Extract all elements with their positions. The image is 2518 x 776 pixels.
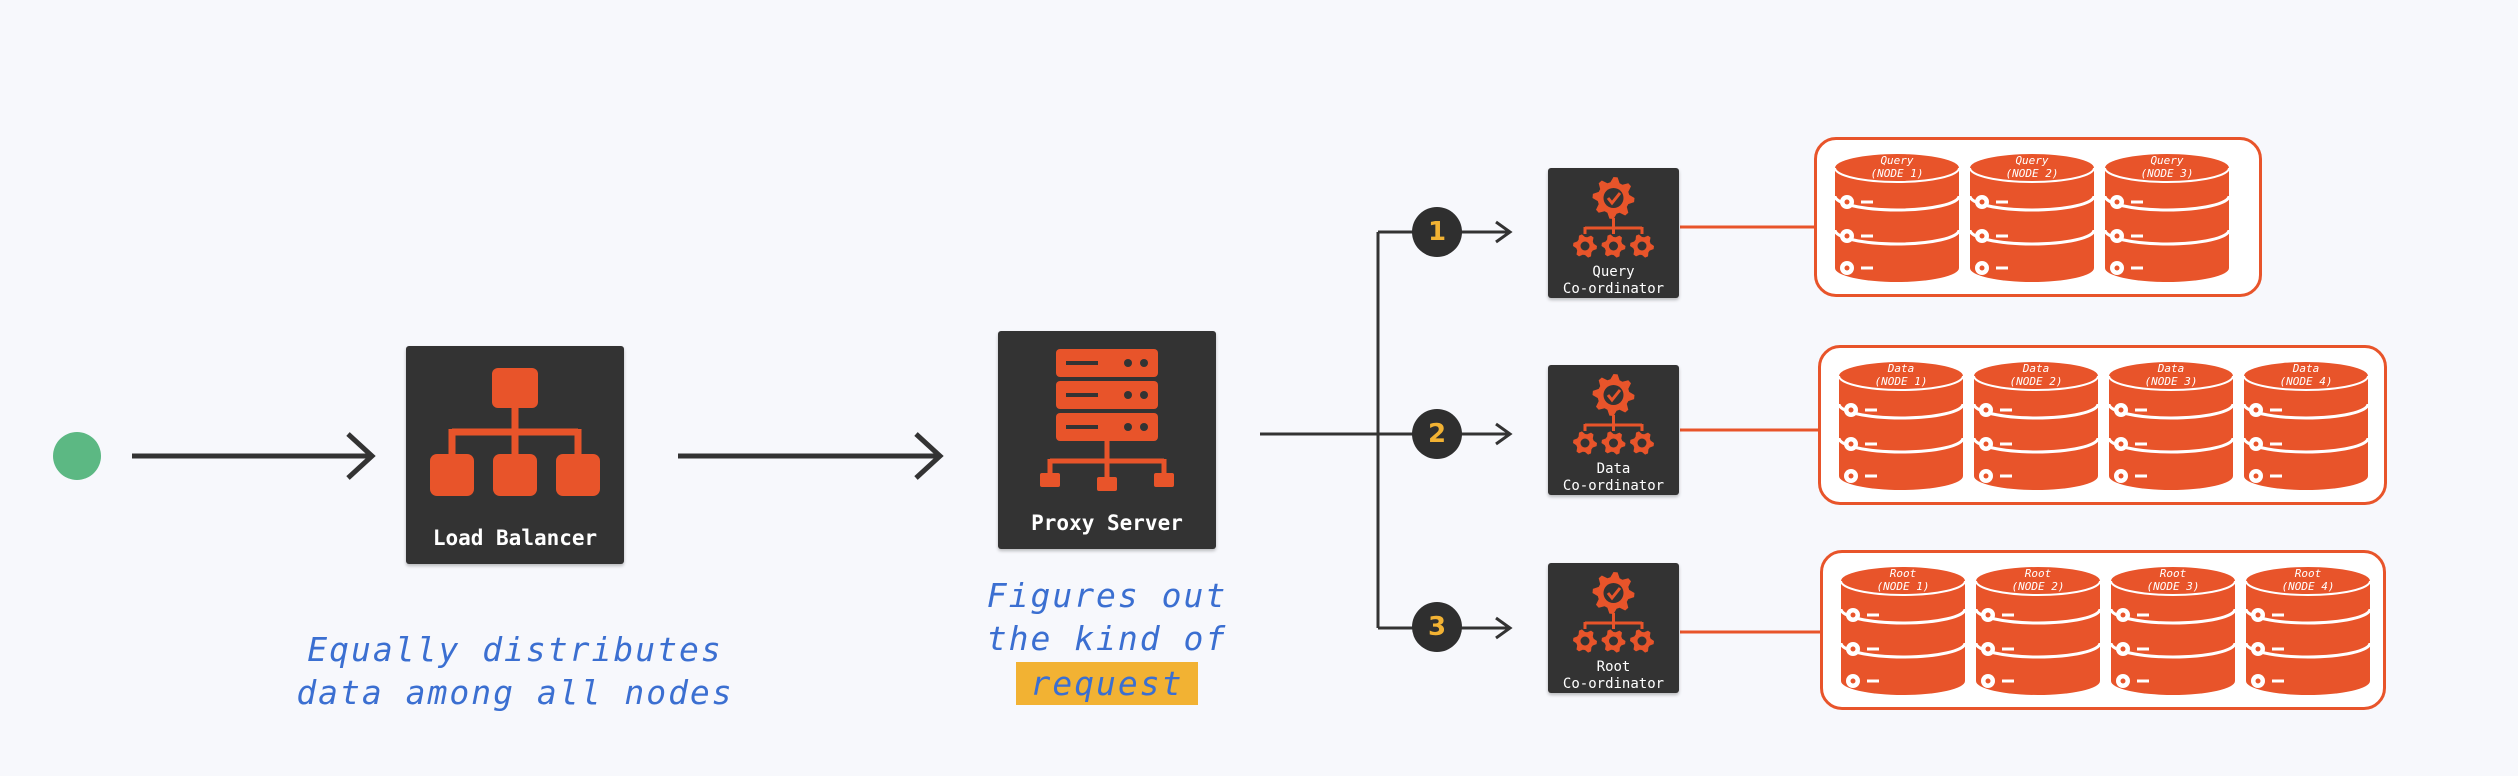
database-icon: [1839, 567, 1967, 695]
query-coordinator-label-2: Co-ordinator: [1562, 281, 1665, 297]
node-label-name: Query: [1880, 154, 1914, 167]
gear-network-icon: [1573, 572, 1654, 653]
node-label-name: Data: [1887, 362, 1915, 375]
database-icon: [2107, 362, 2235, 490]
data-coordinator-card[interactable]: Data Co-ordinator: [1548, 365, 1679, 495]
database-node[interactable]: Data(NODE 2): [1970, 358, 2102, 494]
proxy-server-caption: Figures out the kind of request: [912, 574, 1302, 705]
data-coordinator-label-2: Co-ordinator: [1562, 478, 1665, 494]
root-coordinator-label-2: Co-ordinator: [1562, 676, 1665, 692]
database-icon: [1968, 154, 2096, 282]
database-icon: [2242, 362, 2370, 490]
node-label-id: (NODE 1): [1874, 375, 1928, 388]
step-badge-1: 1: [1412, 207, 1462, 257]
server-rack-icon: [1040, 349, 1174, 491]
node-label-name: Root: [2159, 567, 2187, 580]
database-node[interactable]: Query(NODE 2): [1966, 150, 2098, 286]
load-balancer-caption-line1: Equally distributes: [307, 630, 723, 669]
query-coordinator-card[interactable]: Query Co-ordinator: [1548, 168, 1679, 298]
node-label-id: (NODE 2): [2005, 167, 2059, 180]
node-label-name: Data: [2022, 362, 2050, 375]
proxy-caption-line1: Figures out: [986, 576, 1228, 615]
proxy-server-card[interactable]: Proxy Server: [998, 331, 1216, 549]
database-icon: [1837, 362, 1965, 490]
root-node-group: Root(NODE 1)Root(NODE 2)Root(NODE 3)Root…: [1820, 550, 2386, 710]
query-node-group: Query(NODE 1)Query(NODE 2)Query(NODE 3): [1814, 137, 2262, 297]
database-node[interactable]: Data(NODE 3): [2105, 358, 2237, 494]
node-label-id: (NODE 2): [2011, 580, 2065, 593]
node-label-id: (NODE 3): [2140, 167, 2194, 180]
load-balancer-card[interactable]: Load Balancer: [406, 346, 624, 564]
query-coordinator-label-1: Query: [1592, 264, 1635, 280]
node-label-id: (NODE 4): [2279, 375, 2333, 388]
node-label-name: Root: [2024, 567, 2052, 580]
node-label-id: (NODE 3): [2144, 375, 2198, 388]
gear-network-icon: [1573, 177, 1654, 258]
database-icon: [2244, 567, 2372, 695]
database-node[interactable]: Data(NODE 4): [2240, 358, 2372, 494]
database-icon: [1974, 567, 2102, 695]
database-node[interactable]: Data(NODE 1): [1835, 358, 1967, 494]
database-node[interactable]: Root(NODE 4): [2242, 563, 2374, 699]
database-node[interactable]: Root(NODE 2): [1972, 563, 2104, 699]
database-node[interactable]: Root(NODE 1): [1837, 563, 1969, 699]
root-coordinator-card[interactable]: Root Co-ordinator: [1548, 563, 1679, 693]
database-icon: [1972, 362, 2100, 490]
branch-3-arrowhead: [1495, 616, 1513, 640]
proxy-caption-highlight: request: [1016, 662, 1198, 705]
data-node-group: Data(NODE 1)Data(NODE 2)Data(NODE 3)Data…: [1818, 345, 2387, 505]
node-label-id: (NODE 3): [2146, 580, 2200, 593]
arrowhead-1: [346, 432, 376, 480]
step-badge-2: 2: [1412, 409, 1462, 459]
node-label-name: Root: [2294, 567, 2322, 580]
node-label-id: (NODE 1): [1870, 167, 1924, 180]
load-balancer-label: Load Balancer: [432, 526, 598, 550]
load-balancer-caption: Equally distributes data among all nodes: [260, 628, 770, 714]
database-node[interactable]: Query(NODE 3): [2101, 150, 2233, 286]
node-label-name: Query: [2150, 154, 2184, 167]
node-label-name: Data: [2157, 362, 2185, 375]
start-dot: [53, 432, 101, 480]
step-badge-3: 3: [1412, 602, 1462, 652]
database-icon: [1833, 154, 1961, 282]
branch-2-arrowhead: [1495, 422, 1513, 446]
proxy-server-label: Proxy Server: [1031, 511, 1183, 535]
database-node[interactable]: Query(NODE 1): [1831, 150, 1963, 286]
node-label-id: (NODE 2): [2009, 375, 2063, 388]
database-icon: [2103, 154, 2231, 282]
node-label-id: (NODE 1): [1876, 580, 1930, 593]
database-node[interactable]: Root(NODE 3): [2107, 563, 2239, 699]
database-icon: [2109, 567, 2237, 695]
load-balancer-caption-line2: data among all nodes: [296, 673, 734, 712]
node-label-name: Data: [2292, 362, 2320, 375]
node-label-name: Root: [1889, 567, 1917, 580]
root-coordinator-label-1: Root: [1596, 659, 1631, 675]
gear-network-icon: [1573, 374, 1654, 455]
hierarchy-icon: [430, 368, 600, 496]
arrowhead-2: [914, 432, 944, 480]
node-label-name: Query: [2015, 154, 2049, 167]
node-label-id: (NODE 4): [2281, 580, 2335, 593]
branch-1-arrowhead: [1495, 220, 1513, 244]
data-coordinator-label-1: Data: [1596, 461, 1631, 477]
proxy-caption-line2: the kind of: [986, 619, 1228, 658]
